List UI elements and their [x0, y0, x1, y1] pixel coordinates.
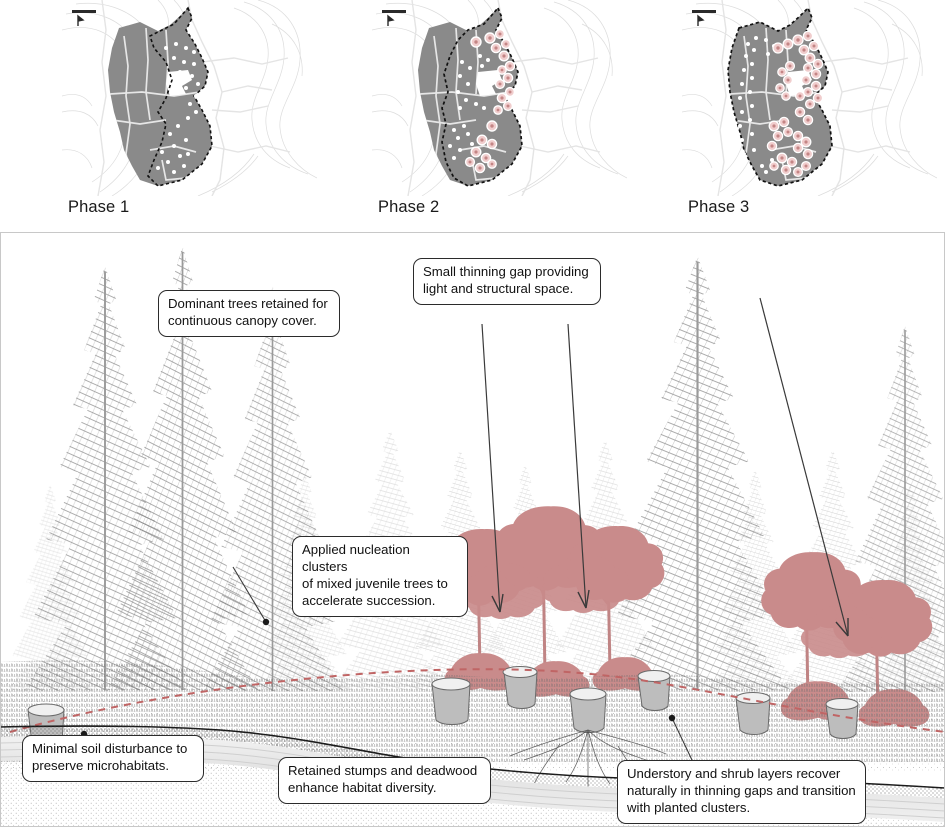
callout-thinning-gap[interactable]: Small thinning gap providing light and s… — [413, 258, 601, 305]
phase-label-3: Phase 3 — [688, 198, 750, 216]
scene-svg — [0, 232, 945, 827]
scalebar-north-arrow — [382, 10, 406, 26]
substrate-layer — [0, 760, 945, 827]
callout-understory-recovery[interactable]: Understory and shrub layers recover natu… — [617, 760, 866, 824]
leader-understory — [668, 714, 693, 761]
treatment-boundary-dashed — [727, 6, 833, 187]
nucleation-clusters — [766, 30, 824, 178]
planting-dots — [156, 42, 200, 174]
phase-map-panel-2[interactable]: Phase 2 — [372, 0, 627, 230]
callout-retained-stumps[interactable]: Retained stumps and deadwood enhance hab… — [278, 757, 491, 804]
road-network — [407, 0, 601, 196]
planting-dots — [448, 54, 490, 160]
phase-label-1: Phase 1 — [68, 198, 130, 216]
road-network — [717, 0, 911, 196]
planting-dots — [738, 36, 776, 174]
nucleation-cluster-center — [433, 506, 665, 697]
forest-cross-section — [0, 232, 945, 827]
phase-map-panel-3[interactable]: Phase 3 — [682, 0, 937, 230]
clearing — [476, 70, 502, 96]
retained-stumps — [27, 666, 859, 749]
callout-dominant-trees[interactable]: Dominant trees retained for continuous c… — [158, 290, 340, 337]
phase-1-map — [62, 0, 317, 196]
phase-label-2: Phase 2 — [378, 198, 440, 216]
clearing — [166, 70, 192, 96]
phase-3-map — [682, 0, 937, 196]
phase-map-panel-1[interactable]: Phase 1 — [62, 0, 317, 230]
phase-2-map — [372, 0, 627, 196]
transition-dashed-line — [9, 668, 945, 733]
nucleation-clusters — [464, 28, 516, 174]
leader-lines — [481, 297, 849, 637]
phase-map-strip: Phase 1 — [0, 0, 945, 230]
scalebar-north-arrow — [72, 10, 96, 26]
treatment-boundary-dashed — [441, 6, 523, 187]
road-network — [97, 0, 291, 196]
leader-nucleation — [232, 566, 270, 626]
scalebar-north-arrow — [692, 10, 716, 26]
callout-minimal-soil[interactable]: Minimal soil disturbance to preserve mic… — [22, 735, 204, 782]
callout-nucleation-clusters[interactable]: Applied nucleation clusters of mixed juv… — [292, 536, 468, 617]
